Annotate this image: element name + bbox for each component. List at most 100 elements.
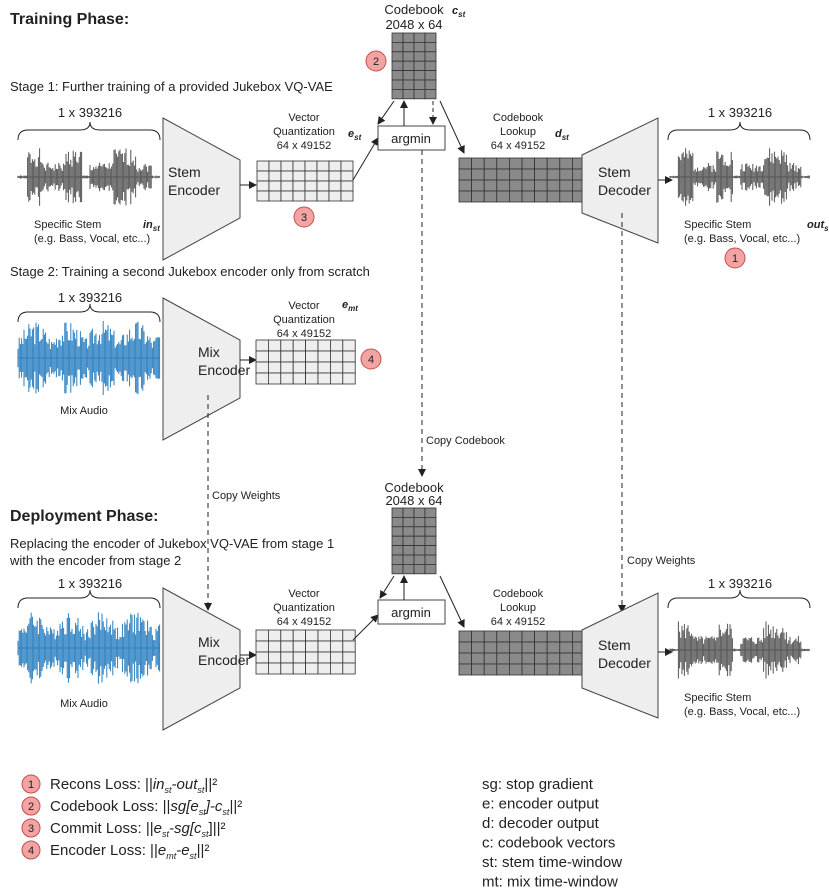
grid-cell [424, 535, 437, 547]
lookup-grid-deploy [458, 630, 586, 676]
grid-cell [424, 554, 437, 565]
grid-cell [280, 372, 294, 385]
badge-1: 1 [724, 247, 746, 269]
argmin-box-top [377, 125, 446, 151]
grid-cell [328, 160, 342, 172]
grid-cell [391, 89, 404, 100]
grid-cell [413, 79, 426, 90]
grid-cell [534, 663, 548, 676]
grid-cell [546, 168, 561, 181]
codebook-label-deploy: Codebook [384, 480, 444, 495]
grid-cell [317, 651, 331, 664]
loss-badge [21, 840, 41, 860]
grid-cell [402, 79, 415, 90]
grid-cell [424, 564, 437, 575]
lookup3-label-2: Lookup [500, 602, 536, 614]
stage1-title: Stage 1: Further training of a provided … [10, 79, 333, 94]
arrow-deploy-codebook-to-lookup [439, 575, 465, 628]
specific-stem-label: Specific Stem [34, 219, 101, 231]
codebook-label-top: Codebook [384, 2, 444, 17]
grid-cell [317, 350, 331, 363]
grid-cell [413, 526, 426, 537]
grid-cell [483, 179, 498, 192]
grid-cell [534, 179, 548, 192]
grid-cell [391, 517, 404, 528]
grid-cell [458, 190, 473, 203]
grid-cell [413, 554, 426, 565]
loss-formula: Commit Loss: ||est-sg[cst]||² [50, 820, 226, 839]
grid-cell [255, 629, 269, 642]
grid-cell [292, 160, 306, 172]
grid-cell [305, 629, 319, 642]
grid-cell [304, 170, 318, 182]
badge-circle [365, 50, 387, 72]
badge-circle [293, 206, 315, 228]
grid-cell [329, 629, 344, 642]
output-size-label: 1 x 393216 [708, 105, 772, 120]
vq3-label-1: Vector [288, 588, 320, 600]
grid-cell [255, 651, 269, 664]
stem-decoder-label-2: Decoder [598, 182, 651, 198]
grid-cell [391, 526, 404, 537]
grid-cell [391, 545, 404, 556]
badge-number: 3 [301, 212, 307, 224]
grid-cell [329, 350, 344, 363]
grid-cell [391, 42, 404, 53]
grid-cell [458, 652, 473, 665]
grid-cell [458, 630, 473, 643]
grid-cell [391, 564, 404, 575]
grid-cell [534, 190, 548, 203]
grid-cell [413, 517, 426, 528]
copy-codebook-label: Copy Codebook [426, 435, 505, 447]
grid-cell [534, 630, 548, 643]
deploy-desc-line1: Replacing the encoder of Jukebox VQ-VAE … [10, 536, 334, 551]
grid-cell [292, 629, 307, 642]
badge-number: 2 [373, 56, 379, 68]
grid-cell [391, 32, 404, 43]
grid-cell [521, 168, 536, 181]
grid-cell [508, 663, 523, 676]
grid-cell [402, 42, 415, 53]
loss-badge [21, 774, 41, 794]
grid-cell [496, 663, 510, 676]
vq2-label-2: Quantization [273, 314, 335, 326]
grid-cell [329, 662, 344, 675]
grid-cell [496, 168, 510, 181]
grid-cell [402, 32, 415, 43]
grid-cell [317, 372, 331, 385]
grid-cell [521, 663, 536, 676]
grid-cell [471, 641, 485, 654]
out-s-label: outs [807, 219, 829, 233]
arrow-deploy-codebook-to-argmin [379, 575, 395, 599]
badge-circle [360, 348, 382, 370]
grid-cell [496, 652, 510, 665]
grid-cell [316, 160, 330, 172]
grid-cell [424, 89, 437, 100]
grid-cell [267, 662, 282, 675]
grid-cell [305, 372, 319, 385]
grid-cell [305, 361, 319, 374]
grid-cell [483, 641, 498, 654]
deploy-desc-line2: with the encoder from stage 2 [9, 553, 181, 568]
grid-cell [471, 179, 485, 192]
loss-formula: Recons Loss: ||inst-outst||² [50, 776, 217, 795]
argmin-label-top: argmin [391, 131, 431, 146]
grid-cell [458, 157, 473, 170]
grid-cell [458, 641, 473, 654]
grid-cell [496, 179, 510, 192]
grid-cell [280, 339, 294, 352]
argmin-box-deploy [377, 599, 446, 625]
grid-cell [559, 157, 573, 170]
vq-grid-mix [255, 339, 356, 385]
loss-badge [21, 796, 41, 816]
grid-cell [402, 545, 415, 556]
grid-cell [424, 60, 437, 72]
grid-cell [340, 170, 354, 182]
specific-stem-label-out: Specific Stem [684, 219, 751, 231]
stem-examples-label-out: (e.g. Bass, Vocal, etc...) [684, 233, 800, 245]
grid-cell [342, 361, 356, 374]
